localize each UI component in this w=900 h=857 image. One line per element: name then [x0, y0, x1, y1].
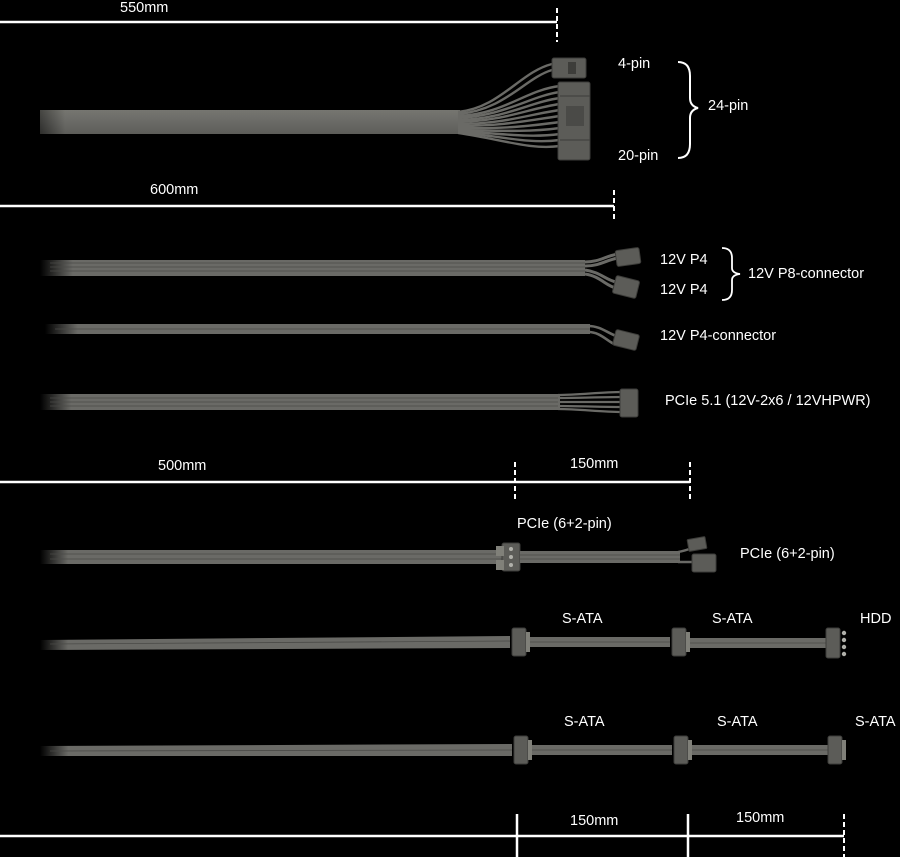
- connector-12vhpwr: [619, 388, 639, 418]
- connector-pcie62-second: [686, 536, 717, 573]
- connector-p4-top: [614, 247, 642, 267]
- label-p4-bottom: 12V P4: [660, 282, 708, 298]
- label-sata-1b: S-ATA: [712, 611, 753, 627]
- label-p4-top: 12V P4: [660, 252, 708, 268]
- measure-sata-first-label: 150mm: [570, 813, 618, 829]
- connector-p4-single: [612, 329, 640, 351]
- label-p4-connector: 12V P4-connector: [660, 328, 776, 344]
- connector-pcie62-first: [496, 542, 521, 572]
- measure-600-label: 600mm: [150, 182, 198, 198]
- label-sata-2a: S-ATA: [564, 714, 605, 730]
- label-24pin: 24-pin: [708, 98, 748, 114]
- label-sata-2b: S-ATA: [717, 714, 758, 730]
- label-sata-2c: S-ATA: [855, 714, 896, 730]
- connector-sata-2b: [673, 735, 692, 765]
- connector-sata-1b: [671, 627, 690, 657]
- sata-cable-2: S-ATA S-ATA S-ATA: [40, 714, 896, 765]
- sata-cable-1: S-ATA S-ATA HDD: [40, 611, 891, 659]
- label-hdd: HDD: [860, 611, 891, 627]
- connector-sata-2c: [827, 735, 846, 765]
- label-p8: 12V P8-connector: [748, 266, 864, 282]
- connector-4pin: [551, 57, 587, 79]
- label-20pin: 20-pin: [618, 148, 658, 164]
- measure-500-label: 500mm: [158, 458, 206, 474]
- connector-20pin: [557, 81, 591, 161]
- label-pcie62-right: PCIe (6+2-pin): [740, 546, 835, 562]
- pcie51-cable: PCIe 5.1 (12V-2x6 / 12VHPWR): [40, 388, 871, 418]
- label-pcie51: PCIe 5.1 (12V-2x6 / 12VHPWR): [665, 393, 871, 409]
- pcie62-cable: PCIe (6+2-pin) PCIe (6+2-pin): [40, 516, 835, 573]
- connector-sata-2a: [513, 735, 532, 765]
- label-pcie62-top: PCIe (6+2-pin): [517, 516, 612, 532]
- connector-sata-1a: [511, 627, 530, 657]
- measure-550-label: 550mm: [120, 0, 168, 16]
- measure-sata-second-label: 150mm: [736, 810, 784, 826]
- connector-hdd-molex: [825, 627, 847, 659]
- label-sata-1a: S-ATA: [562, 611, 603, 627]
- measure-150-pcie-label: 150mm: [570, 456, 618, 472]
- measure-500-150: 500mm 150mm: [0, 456, 691, 502]
- measure-sata: 150mm 150mm: [0, 810, 845, 857]
- connector-p4-bottom: [612, 275, 640, 299]
- label-4pin: 4-pin: [618, 56, 650, 72]
- atx-24pin-cable: 4-pin 20-pin 24-pin: [40, 56, 748, 164]
- measure-600: 600mm: [0, 182, 615, 222]
- cpu-p8-cable: 12V P4 12V P4 12V P8-connector: [40, 247, 864, 301]
- brace-p8: [721, 247, 741, 301]
- cpu-p4-cable: 12V P4-connector: [45, 324, 776, 351]
- measure-550: 550mm: [0, 0, 558, 42]
- brace-24pin: [677, 61, 699, 159]
